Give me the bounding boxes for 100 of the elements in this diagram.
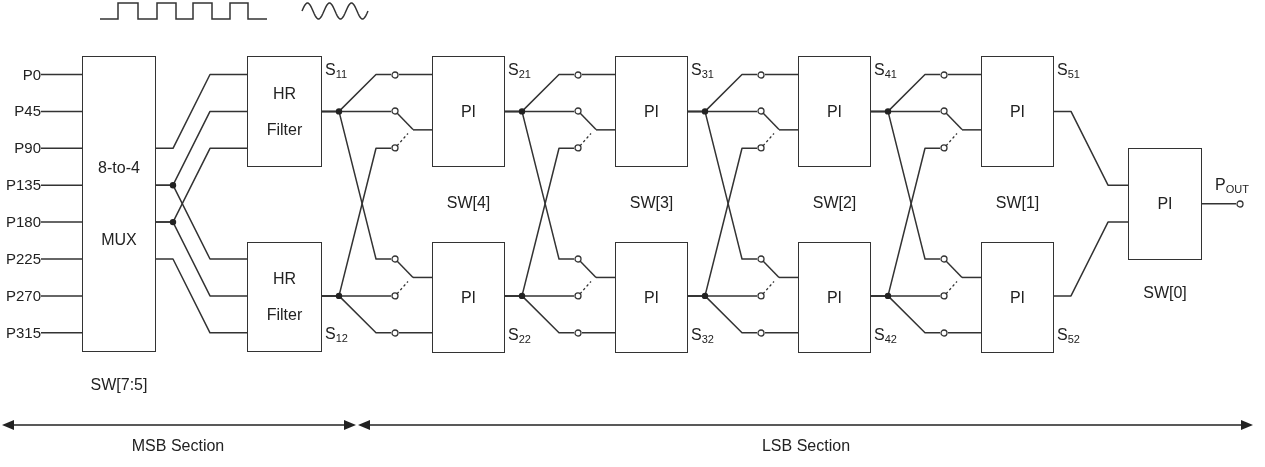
- block-label: PI: [460, 101, 477, 122]
- contact-terminal: [391, 70, 399, 79]
- input-label: P315: [0, 322, 41, 343]
- switch-symbol: [574, 107, 596, 153]
- block-label: 8-to-4: [98, 158, 140, 178]
- wire: [155, 184, 248, 260]
- control-label: SW[3]: [629, 193, 674, 213]
- wire: [870, 110, 941, 260]
- block-label: HR Filter: [266, 83, 303, 140]
- block-label: HR Filter: [266, 269, 303, 325]
- block-label: PI: [460, 287, 477, 308]
- wire: [40, 221, 83, 223]
- switch-symbol: [940, 107, 962, 153]
- contact-terminal: [757, 70, 765, 79]
- filter-box: [247, 242, 322, 352]
- input-label: P270: [0, 285, 41, 306]
- control-label: SW[0]: [1143, 283, 1187, 303]
- input-label: P135: [0, 175, 41, 196]
- signal-label: P$_{OUT}$: [1215, 174, 1249, 195]
- contact-terminal: [574, 70, 582, 79]
- interpolator-box: [615, 56, 688, 167]
- control-label: SW[1]: [995, 193, 1040, 213]
- wire: [687, 295, 758, 334]
- interpolator-box: [798, 56, 871, 167]
- control-label: SW[7:5]: [90, 375, 148, 395]
- wire: [40, 332, 83, 334]
- block-label: PI: [643, 287, 660, 308]
- input-label: P45: [0, 101, 41, 122]
- wire: [321, 295, 392, 334]
- interpolator-box: [1128, 148, 1202, 260]
- contact-terminal: [940, 70, 948, 79]
- interpolator-box: [615, 242, 688, 353]
- wire: [947, 73, 982, 76]
- wire: [778, 129, 799, 131]
- signal-label: S$_{51}$: [1057, 60, 1080, 80]
- interpolator-box: [981, 242, 1054, 353]
- switch-symbol: [757, 255, 779, 300]
- contact-terminal: [391, 328, 399, 337]
- signal-label: S$_{12}$: [325, 324, 348, 344]
- wire: [947, 332, 982, 334]
- interpolator-box: [432, 56, 505, 167]
- contact-terminal: [757, 328, 765, 337]
- wire: [40, 295, 83, 297]
- signal-label: S$_{42}$: [874, 325, 897, 345]
- wire: [40, 184, 83, 186]
- wire: [155, 258, 248, 334]
- block-label: PI: [1009, 101, 1026, 122]
- signal-label: S$_{22}$: [508, 325, 531, 345]
- block-label: PI: [826, 101, 843, 122]
- wire: [504, 295, 575, 334]
- block-label: MUX: [101, 230, 137, 250]
- wire: [595, 276, 616, 279]
- switch-symbol: [391, 107, 413, 153]
- wire: [40, 110, 83, 113]
- input-label: P225: [0, 249, 41, 269]
- wire: [581, 332, 616, 334]
- contact-terminal: [574, 328, 582, 337]
- wire: [412, 129, 433, 131]
- wire: [764, 332, 799, 334]
- switch-symbol: [391, 255, 413, 300]
- block-label: PI: [1157, 194, 1173, 214]
- contact-terminal: [940, 328, 948, 337]
- section-label: MSB Section: [131, 436, 225, 456]
- wire: [687, 110, 758, 260]
- wire: [398, 332, 433, 334]
- wire: [1053, 110, 1129, 186]
- signal-label: S$_{32}$: [691, 325, 714, 345]
- wire: [581, 73, 616, 76]
- interpolator-box: [432, 242, 505, 353]
- output-terminal: [1236, 199, 1244, 208]
- signal-label: S$_{41}$: [874, 60, 897, 80]
- wire: [595, 129, 616, 131]
- interpolator-box: [981, 56, 1054, 167]
- interpolator-box: [798, 242, 871, 353]
- block-label: PI: [643, 101, 660, 122]
- wire: [961, 276, 982, 279]
- control-label: SW[2]: [812, 193, 857, 213]
- section-label: LSB Section: [761, 436, 851, 456]
- signal-label: S$_{11}$: [325, 60, 348, 80]
- filter-box: [247, 56, 322, 167]
- wire: [398, 73, 433, 76]
- wire: [764, 73, 799, 76]
- wire: [870, 295, 941, 334]
- wire: [504, 110, 575, 260]
- wire: [961, 129, 982, 131]
- multiplexer-box: [82, 56, 156, 352]
- block-label: PI: [826, 287, 843, 308]
- switch-symbol: [940, 255, 962, 300]
- signal-label: S$_{52}$: [1057, 325, 1080, 345]
- wire: [40, 258, 83, 260]
- input-label: P180: [0, 212, 41, 233]
- wire: [321, 110, 392, 260]
- input-label: P90: [0, 138, 41, 159]
- wire: [40, 147, 83, 150]
- switch-symbol: [757, 107, 779, 153]
- switch-symbol: [574, 255, 596, 300]
- wire: [412, 276, 433, 279]
- wire: [1201, 202, 1237, 205]
- wire: [155, 221, 248, 297]
- block-label: PI: [1009, 287, 1026, 308]
